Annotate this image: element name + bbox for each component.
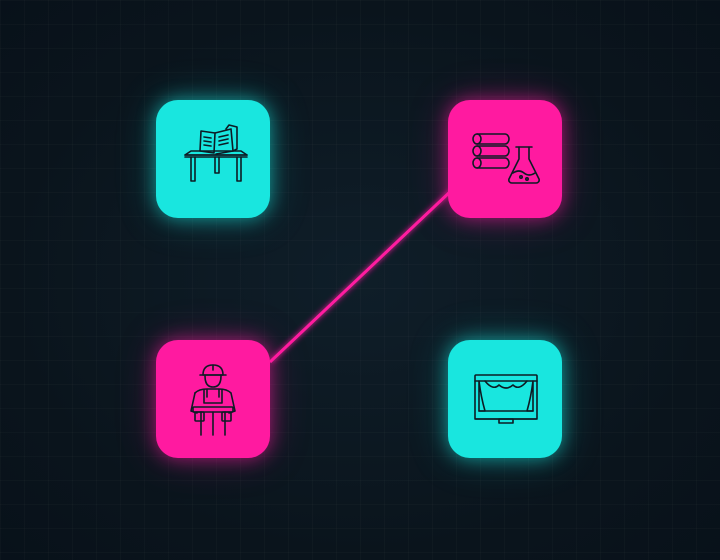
edge-worker-lab	[268, 188, 454, 364]
node-desk[interactable]	[156, 100, 270, 218]
scrolls-and-flask-icon	[472, 133, 540, 184]
desk-with-papers-icon	[184, 124, 248, 182]
node-worker[interactable]	[156, 340, 270, 458]
construction-worker-icon	[190, 364, 236, 436]
node-lab[interactable]	[448, 100, 562, 218]
theater-stage-icon	[474, 374, 538, 424]
node-stage[interactable]	[448, 340, 562, 458]
